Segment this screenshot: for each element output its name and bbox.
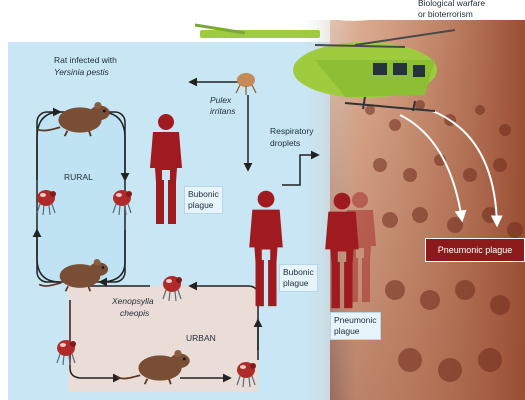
bubonic-plague-box-1: Bubonic plague (184, 186, 223, 214)
warfare-label-line2: or bioterrorism (418, 9, 473, 19)
respiratory-label-line2: droplets (270, 138, 300, 148)
bubonic-1-line2: plague (188, 200, 219, 211)
pneumonic-plague-box-small: Pneumonic plague (330, 312, 381, 340)
bubonic-2-line1: Bubonic (283, 267, 314, 278)
rat-infected-label-line2: Yersinia pestis (54, 67, 109, 77)
pneumonic-small-line2: plague (334, 326, 377, 337)
bubonic-plague-box-2: Bubonic plague (279, 264, 318, 292)
rat-infected-label-line1: Rat infected with (54, 55, 117, 65)
xenopsylla-label-line2: cheopis (120, 308, 149, 318)
warfare-label-line1: Biological warfare (418, 0, 485, 8)
respiratory-label-line1: Respiratory (270, 126, 313, 136)
bubonic-2-line2: plague (283, 278, 314, 289)
pneumonic-plague-banner: Pneumonic plague (425, 238, 525, 262)
bubonic-1-line1: Bubonic (188, 189, 219, 200)
urban-label: URBAN (186, 333, 216, 343)
xenopsylla-label-line1: Xenopsylla (112, 296, 154, 306)
pulex-label-line2: irritans (210, 106, 236, 116)
pulex-label-line1: Pulex (210, 95, 231, 105)
rural-label: RURAL (64, 172, 93, 182)
pneumonic-small-line1: Pneumonic (334, 315, 377, 326)
